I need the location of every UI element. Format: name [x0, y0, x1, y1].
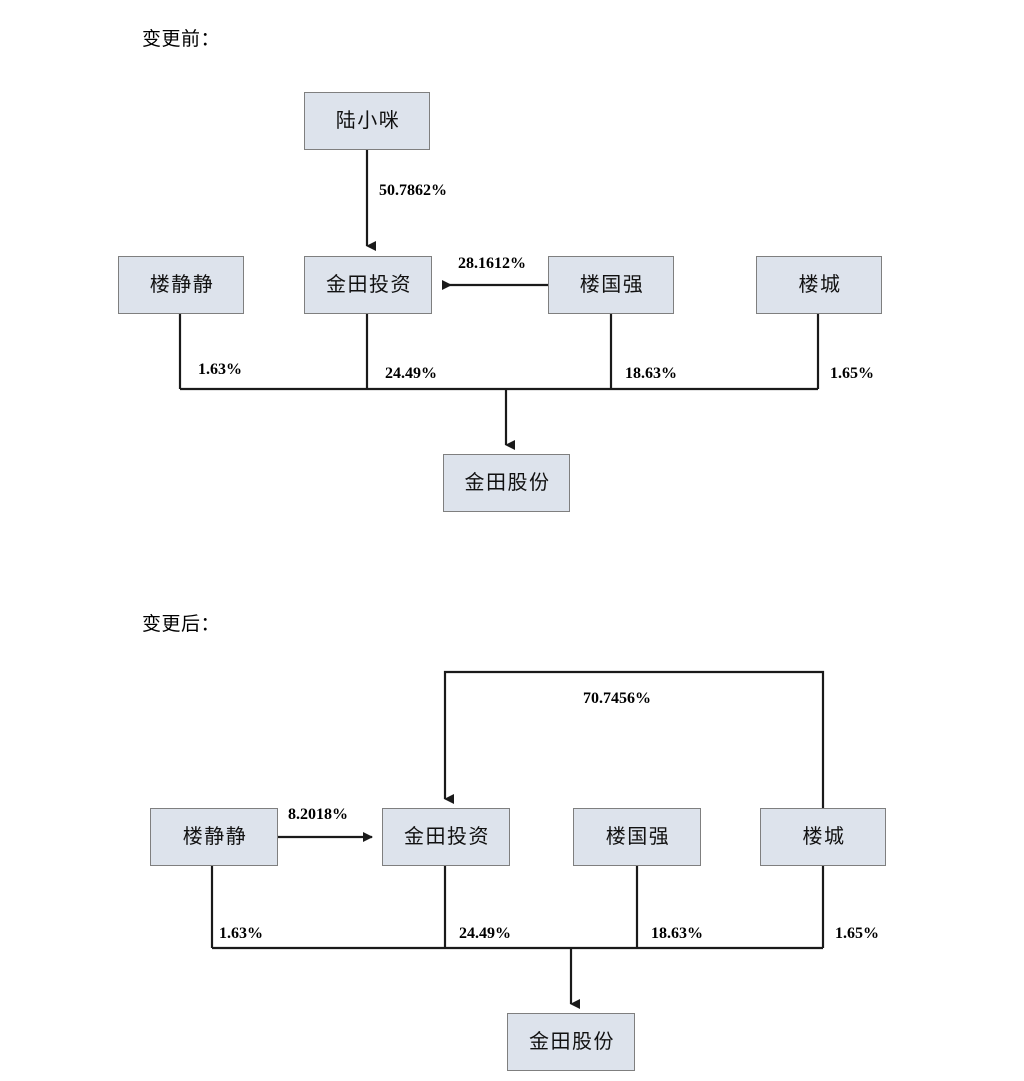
node-label: 楼城	[802, 826, 846, 848]
node-label: 楼静静	[182, 826, 248, 848]
edge-label-before-50: 50.7862%	[379, 182, 447, 199]
node-label: 金田股份	[464, 472, 551, 494]
edge-label-after-163: 1.63%	[219, 925, 263, 942]
edge-label-after-1863: 18.63%	[651, 925, 703, 942]
node-after-jintian-touzi[interactable]: 金田投资	[382, 808, 510, 866]
edge-label-before-163: 1.63%	[198, 361, 242, 378]
edge-label-after-2449: 24.49%	[459, 925, 511, 942]
edge-label-before-1863: 18.63%	[625, 365, 677, 382]
node-before-lou-cheng[interactable]: 楼城	[756, 256, 882, 314]
node-before-lou-jingjing[interactable]: 楼静静	[118, 256, 244, 314]
node-after-lou-jingjing[interactable]: 楼静静	[150, 808, 278, 866]
node-after-jintian-gufen[interactable]: 金田股份	[507, 1013, 635, 1071]
node-before-jintian-gufen[interactable]: 金田股份	[443, 454, 570, 512]
edge-label-before-2449: 24.49%	[385, 365, 437, 382]
edge-label-after-82: 8.2018%	[288, 806, 348, 823]
node-label: 楼国强	[605, 826, 671, 848]
node-before-jintian-touzi[interactable]: 金田投资	[304, 256, 432, 314]
node-after-lou-cheng[interactable]: 楼城	[760, 808, 886, 866]
edge-label-after-70: 70.7456%	[583, 690, 651, 707]
node-label: 楼静静	[149, 274, 215, 296]
node-label: 金田投资	[404, 826, 490, 848]
section-title-after: 变更后：	[142, 614, 221, 635]
node-after-lou-guoqiang[interactable]: 楼国强	[573, 808, 701, 866]
node-label: 金田股份	[529, 1031, 615, 1053]
node-label: 金田投资	[326, 274, 412, 296]
edge-label-after-165: 1.65%	[835, 925, 879, 942]
edge-label-before-165: 1.65%	[830, 365, 874, 382]
edge-label-before-28: 28.1612%	[458, 255, 526, 272]
node-label: 陆小咪	[335, 110, 401, 132]
node-label: 楼国强	[579, 274, 645, 296]
section-title-before: 变更前：	[142, 29, 221, 50]
node-before-lu-xiaomi[interactable]: 陆小咪	[304, 92, 430, 150]
node-label: 楼城	[798, 274, 842, 296]
node-before-lou-guoqiang[interactable]: 楼国强	[548, 256, 674, 314]
